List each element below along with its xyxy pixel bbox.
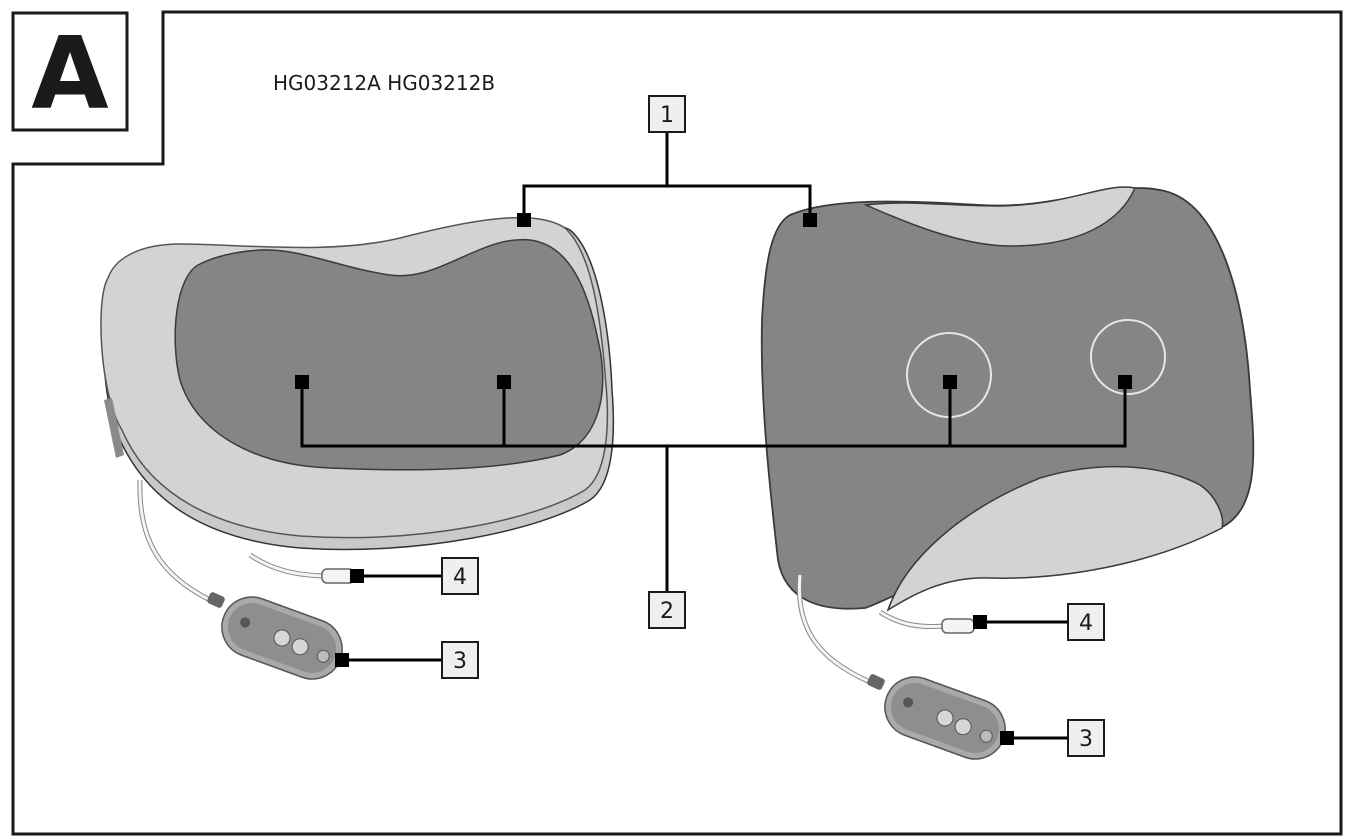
right-massage-cushion — [760, 186, 1255, 760]
svg-text:3: 3 — [1079, 727, 1093, 752]
leader-markers — [295, 213, 1132, 745]
marker — [350, 569, 364, 583]
svg-text:4: 4 — [453, 565, 467, 590]
leader-line-2 — [300, 382, 1127, 594]
callout-4-left: 4 — [441, 557, 479, 595]
leader-line-1 — [522, 132, 812, 218]
marker — [497, 375, 511, 389]
marker — [1118, 375, 1132, 389]
right-cushion-bottom-band — [886, 465, 1224, 612]
marker — [335, 653, 349, 667]
svg-text:3: 3 — [453, 649, 467, 674]
callout-3-left: 3 — [441, 641, 479, 679]
left-cushion-side-stripe — [104, 398, 124, 458]
right-massage-head-2 — [1090, 319, 1166, 395]
marker — [973, 615, 987, 629]
marker — [1000, 731, 1014, 745]
marker — [943, 375, 957, 389]
callout-2: 2 — [648, 591, 686, 629]
callout-3-right: 3 — [1067, 719, 1105, 757]
right-cushion-top-band — [863, 186, 1137, 247]
left-cushion-massage-area — [174, 238, 604, 471]
marker — [295, 375, 309, 389]
marker — [803, 213, 817, 227]
svg-text:2: 2 — [660, 599, 674, 624]
svg-text:1: 1 — [660, 103, 674, 128]
right-plug — [941, 618, 975, 634]
figure-letter: A — [31, 15, 108, 132]
callout-1: 1 — [648, 95, 686, 133]
leader-lines — [300, 132, 1127, 740]
left-massage-cushion — [100, 216, 615, 680]
model-numbers: HG03212A HG03212B — [273, 71, 495, 95]
left-remote-control — [221, 596, 343, 680]
figure-letter-box — [11, 11, 129, 132]
callout-4-right: 4 — [1067, 603, 1105, 641]
marker — [517, 213, 531, 227]
figure-frame — [11, 10, 1343, 836]
left-plug — [321, 568, 355, 584]
right-remote-control — [884, 676, 1006, 760]
svg-text:4: 4 — [1079, 611, 1093, 636]
